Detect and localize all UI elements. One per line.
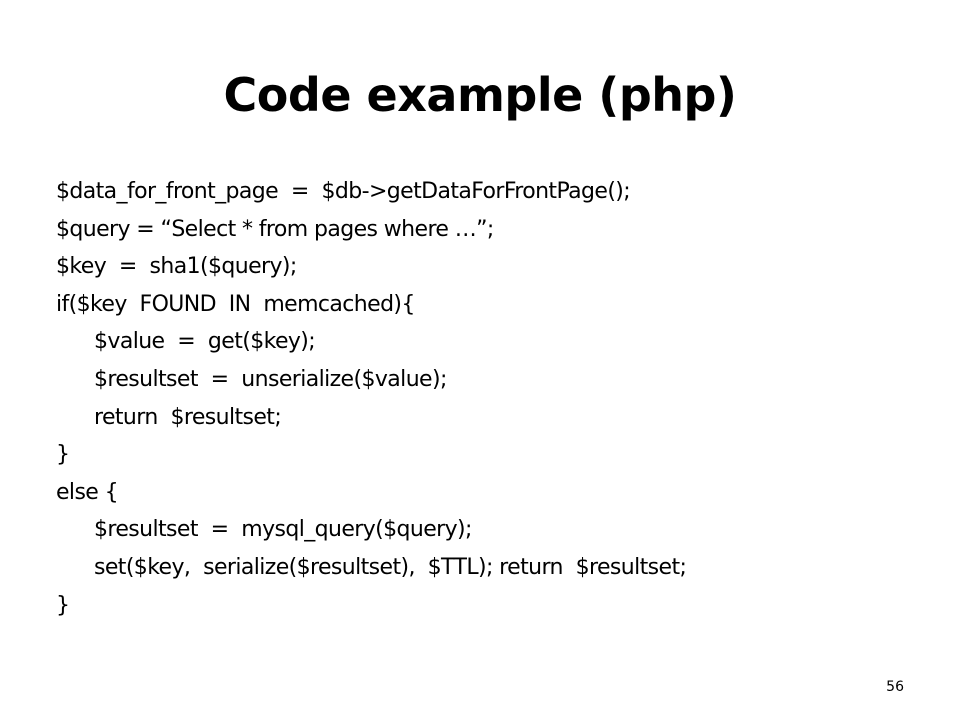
- slide-title: Code example (php): [223, 68, 737, 122]
- code-line: else {: [56, 479, 119, 505]
- code-line: }: [56, 592, 70, 618]
- code-line: $key = sha1($query);: [56, 254, 297, 280]
- code-line: $value = get($key);: [94, 329, 316, 355]
- code-line: set($key, serialize($resultset), $TTL); …: [94, 554, 687, 580]
- code-line: $query = “Select * from pages where …”;: [56, 216, 494, 242]
- page-number: 56: [886, 679, 904, 695]
- code-line: }: [56, 442, 70, 468]
- code-line: $resultset = mysql_query($query);: [94, 517, 472, 543]
- code-line: $data_for_front_page = $db->getDataForFr…: [56, 179, 631, 204]
- code-line: return $resultset;: [94, 404, 282, 430]
- code-line: $resultset = unserialize($value);: [94, 366, 447, 392]
- code-block: $data_for_front_page = $db->getDataForFr…: [56, 173, 936, 624]
- code-line: if($key FOUND IN memcached){: [56, 291, 415, 317]
